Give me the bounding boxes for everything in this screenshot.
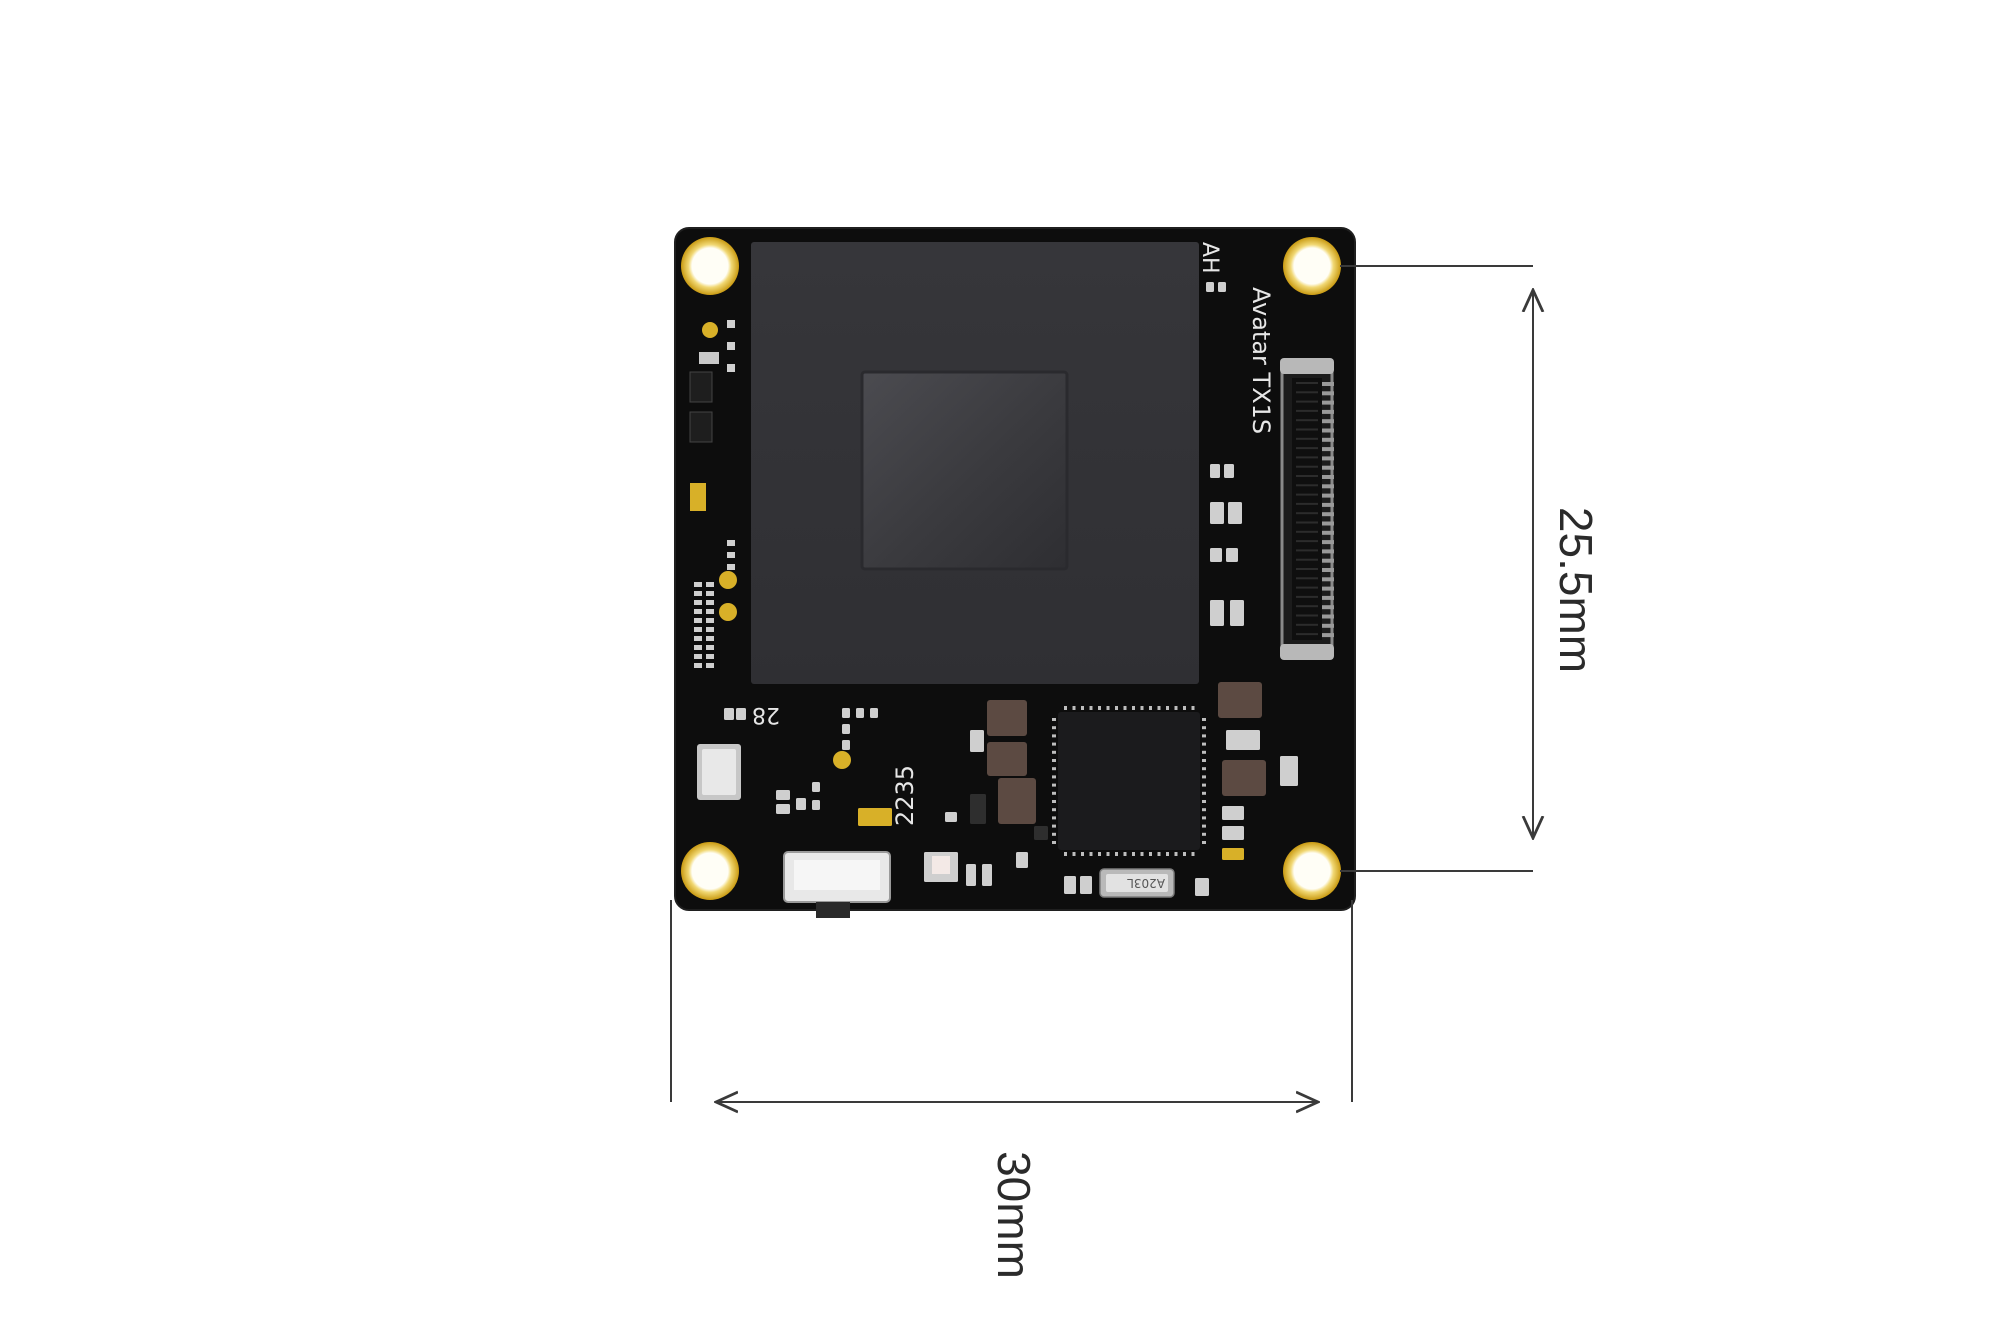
ref-code-label: 28 bbox=[752, 702, 780, 727]
mounting-hole-top-left bbox=[681, 237, 739, 295]
image-sensor-chip bbox=[860, 370, 1069, 571]
inductors bbox=[987, 682, 1266, 824]
shield-can bbox=[751, 242, 1199, 684]
processor-chip bbox=[1052, 706, 1206, 856]
model-label: Avatar TX1S bbox=[1247, 287, 1275, 434]
mounting-hole-bottom-right bbox=[1283, 842, 1341, 900]
height-dimension-label: 25.5mm bbox=[1550, 507, 1602, 673]
pcb-board: Avatar TX1S AH 2235 28 bbox=[674, 227, 1356, 918]
date-code-label: 2235 bbox=[891, 765, 919, 826]
left-components bbox=[689, 320, 741, 800]
mounting-hole-top-right bbox=[1283, 237, 1341, 295]
smd-components bbox=[724, 282, 1298, 896]
crystal-marking: A203L bbox=[1127, 876, 1165, 890]
bottom-connector bbox=[783, 851, 891, 918]
width-dimension: 30mm bbox=[670, 900, 1353, 1279]
crystal-oscillator: A203L bbox=[1099, 868, 1175, 898]
corner-code-label: AH bbox=[1197, 242, 1222, 274]
mounting-holes bbox=[681, 237, 1341, 900]
width-dimension-label: 30mm bbox=[988, 1151, 1040, 1279]
fpc-connector bbox=[1280, 358, 1334, 660]
mounting-hole-bottom-left bbox=[681, 842, 739, 900]
height-dimension: 25.5mm bbox=[1340, 265, 1602, 872]
